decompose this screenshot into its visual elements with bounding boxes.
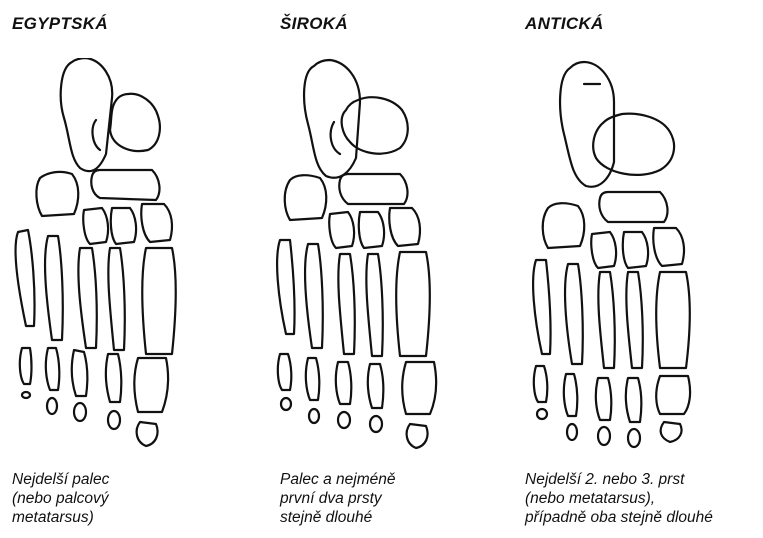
panel-title: ŠIROKÁ xyxy=(280,14,348,34)
panel-square: ŠIROKÁ Palec a nejméně první dva prsty s… xyxy=(250,0,500,538)
panel-caption: Nejdelší 2. nebo 3. prst (nebo metatarsu… xyxy=(525,470,713,527)
foot-skeleton-square-icon xyxy=(250,58,500,458)
panel-egyptian: EGYPTSKÁ Nejdelší palec (nebo palcový me… xyxy=(0,0,250,538)
panel-greek: ANTICKÁ Nejdelší 2. nebo 3. prst (nebo m… xyxy=(500,0,763,538)
panel-caption: Palec a nejméně první dva prsty stejně d… xyxy=(280,470,395,527)
foot-skeleton-greek-icon xyxy=(500,58,763,458)
panel-title: ANTICKÁ xyxy=(525,14,604,34)
panel-title: EGYPTSKÁ xyxy=(12,14,108,34)
foot-skeleton-egyptian-icon xyxy=(0,58,250,458)
panel-caption: Nejdelší palec (nebo palcový metatarsus) xyxy=(12,470,109,527)
